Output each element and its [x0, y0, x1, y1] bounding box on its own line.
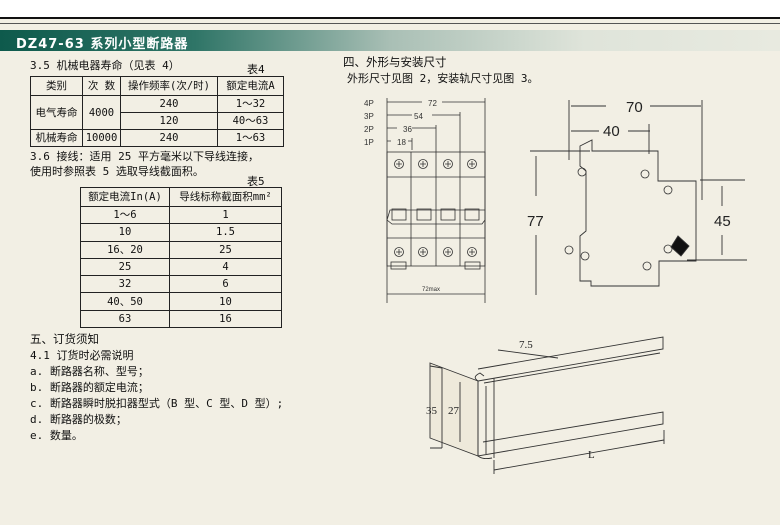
width-label: 72 — [428, 99, 437, 108]
cell: 10 — [169, 292, 282, 311]
cell: 机械寿命 — [30, 129, 83, 147]
order-item: b. 断路器的额定电流； — [30, 381, 149, 394]
cell: 40、50 — [80, 292, 170, 311]
table5-caption: 表5 — [247, 175, 265, 188]
rail-top: 7.5 — [519, 339, 533, 351]
screw-icon — [394, 247, 404, 257]
section-3-6-line2: 使用时参照表 5 选取导线截面积。 — [30, 165, 204, 178]
divider — [0, 17, 780, 19]
cell: 240 — [120, 129, 218, 147]
section-3-5-heading: 3.5 机械电器寿命（见表 4） — [30, 59, 180, 72]
dim-width: 70 — [626, 99, 643, 116]
screw-icon — [443, 159, 453, 169]
table4-caption: 表4 — [247, 63, 265, 76]
dim-depth: 40 — [603, 123, 620, 140]
width-label: 36 — [403, 125, 412, 134]
section-3-6-line1: 3.6 接线：适用 25 平方毫米以下导线连接， — [30, 150, 259, 163]
screw-icon — [394, 159, 404, 169]
pole-label: 1P — [364, 138, 374, 147]
order-heading: 五、订货须知 — [30, 332, 99, 346]
cell: 32 — [80, 275, 170, 294]
cell: 240 — [120, 95, 218, 113]
cell: 1～32 — [217, 95, 284, 113]
figure-2-front-view: 4P 3P 2P 1P 72 54 36 18 72max — [364, 98, 486, 303]
cell: 4000 — [82, 95, 121, 130]
dims-subtitle: 外形尺寸见图 2，安装轨尺寸见图 3。 — [347, 72, 539, 85]
cell: 63 — [80, 309, 170, 329]
dim-height: 77 — [527, 213, 544, 230]
cell: 6 — [169, 275, 282, 294]
figure-3-side-view: 70 40 77 45 — [527, 99, 747, 295]
cell: 10 — [80, 223, 170, 242]
order-item: 4.1 订货时必需说明 — [30, 349, 134, 362]
top-blank — [0, 0, 780, 17]
pole-label: 4P — [364, 99, 374, 108]
figure-3-din-rail: 7.5 35 27 L — [426, 336, 665, 474]
width-label: 54 — [414, 112, 423, 121]
order-item: d. 断路器的极数； — [30, 413, 127, 426]
screw-icon — [418, 159, 428, 169]
cell: 25 — [169, 240, 282, 259]
cell: 1～63 — [217, 129, 284, 147]
rail-length: L — [588, 449, 595, 461]
th: 操作频率(次/时) — [120, 76, 218, 96]
cell: 1～6 — [80, 205, 170, 225]
rail-outer: 35 — [426, 405, 438, 417]
dim-rail-height: 45 — [714, 213, 731, 230]
cell: 16 — [169, 309, 282, 329]
page-title: DZ47-63 系列小型断路器 — [16, 37, 189, 52]
screw-icon — [467, 159, 477, 169]
cell: 电气寿命 — [30, 95, 83, 130]
order-item: e. 数量。 — [30, 429, 83, 442]
order-item: a. 断路器名称、型号； — [30, 365, 149, 378]
screw-icon — [467, 247, 477, 257]
order-item: c. 断路器瞬时脱扣器型式（B 型、C 型、D 型）; — [30, 397, 284, 410]
width-label: 18 — [397, 138, 406, 147]
cell: 25 — [80, 257, 170, 277]
th: 导线标称截面积mm² — [169, 187, 282, 207]
max-width-label: 72max — [422, 287, 440, 293]
divider — [0, 23, 780, 24]
cell: 1 — [169, 205, 282, 225]
pole-label: 3P — [364, 112, 374, 121]
th: 额定电流In(A) — [80, 187, 170, 207]
rail-inner: 27 — [448, 405, 460, 417]
th: 额定电流A — [217, 76, 284, 96]
cell: 120 — [120, 112, 218, 130]
cell: 16、20 — [80, 240, 170, 259]
cell: 10000 — [82, 129, 121, 147]
pole-label: 2P — [364, 125, 374, 134]
cell: 4 — [169, 257, 282, 277]
title-bar: DZ47-63 系列小型断路器 — [0, 30, 780, 52]
screw-icon — [443, 247, 453, 257]
screw-icon — [418, 247, 428, 257]
th: 次 数 — [82, 76, 121, 96]
dims-heading: 四、外形与安装尺寸 — [343, 55, 447, 69]
th: 类别 — [30, 76, 83, 96]
cell: 1.5 — [169, 223, 282, 242]
cell: 40～63 — [217, 112, 284, 130]
